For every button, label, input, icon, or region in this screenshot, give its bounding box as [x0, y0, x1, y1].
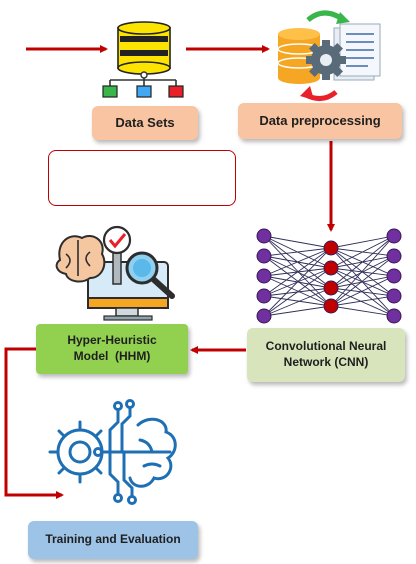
nn-connection — [330, 235, 395, 249]
nn-node — [323, 240, 339, 256]
brain-checkmark-magnifier-monitor-icon — [55, 225, 175, 321]
nn-node — [386, 248, 402, 264]
database-hierarchy-icon — [102, 21, 184, 98]
nn-connection — [263, 267, 332, 317]
hhm-label-line2: Model (HHM) — [73, 349, 151, 363]
training-label: Training and Evaluation — [45, 532, 181, 547]
nn-node — [256, 248, 272, 264]
nn-connection — [330, 247, 395, 317]
nn-connection — [263, 305, 332, 317]
nn-connection — [330, 247, 395, 257]
nn-node — [256, 308, 272, 324]
nn-connection — [263, 247, 332, 317]
nn-connection — [330, 247, 395, 297]
nn-node — [323, 260, 339, 276]
cnn-label-line1: Convolutional Neural — [265, 339, 387, 354]
datasets-box: Data Sets — [92, 106, 198, 140]
nn-connection — [263, 235, 332, 249]
nn-connection — [263, 247, 332, 257]
nn-connection — [263, 255, 332, 307]
nn-connection — [330, 305, 395, 317]
nn-connection — [263, 247, 332, 297]
hhm-box: Hyper-Heuristic Model (HHM) — [36, 324, 188, 374]
nn-connection — [330, 295, 395, 307]
arrow-hhm-to-training — [4, 347, 64, 499]
fundus-images-panel — [48, 150, 236, 206]
nn-connection — [330, 267, 395, 317]
nn-connection — [330, 275, 395, 307]
circuit-brain-gear-icon — [48, 399, 177, 505]
database-gear-document-icon — [277, 10, 381, 101]
nn-connection — [330, 247, 395, 277]
nn-connection — [263, 275, 332, 307]
nn-node — [386, 288, 402, 304]
hhm-label-line1: Hyper-Heuristic — [67, 333, 157, 348]
nn-node — [256, 268, 272, 284]
datasets-label: Data Sets — [115, 114, 175, 130]
nn-node — [323, 280, 339, 296]
nn-node — [386, 228, 402, 244]
nn-node — [256, 288, 272, 304]
cnn-box: Convolutional Neural Network (CNN) — [247, 328, 405, 382]
preprocessing-label: Data preprocessing — [259, 112, 381, 128]
neural-network-icon — [256, 228, 402, 324]
flow-arrows — [4, 45, 335, 499]
nn-node — [256, 228, 272, 244]
nn-connection — [330, 287, 395, 317]
nn-connection — [263, 295, 332, 307]
nn-connection — [263, 247, 332, 277]
nn-node — [386, 268, 402, 284]
nn-node — [386, 308, 402, 324]
nn-connection — [330, 235, 395, 307]
nn-connection — [263, 235, 332, 307]
training-box: Training and Evaluation — [28, 521, 198, 559]
nn-connection — [330, 255, 395, 307]
preprocessing-box: Data preprocessing — [238, 103, 402, 139]
cnn-label-line2: Network (CNN) — [283, 355, 369, 369]
nn-connection — [263, 287, 332, 317]
nn-node — [323, 298, 339, 314]
